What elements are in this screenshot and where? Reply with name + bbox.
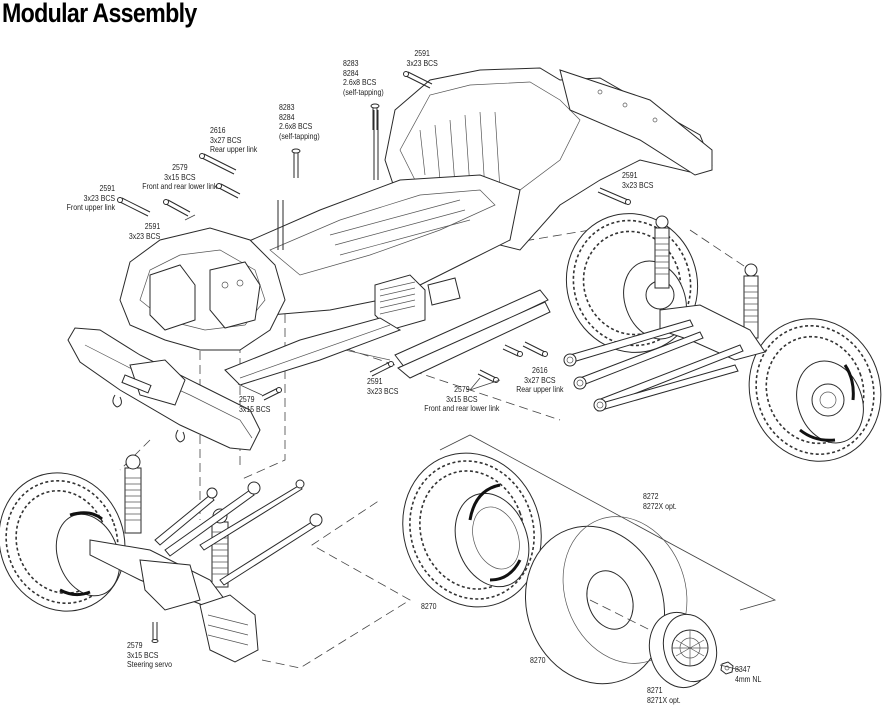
- callout-8272: 8272 8272X opt.: [643, 491, 677, 511]
- callout-2591-mid-left: 2591 3x23 BCS: [128, 221, 160, 241]
- rear-axle-assembly: [563, 213, 882, 462]
- part-number: 2616: [532, 365, 548, 375]
- part-note: (self-tapping): [279, 130, 320, 141]
- part-spec: 2.6x8 BCS: [279, 121, 313, 131]
- screw-8283-upper-pin: [370, 103, 380, 130]
- part-number-alt: 8284: [279, 111, 295, 122]
- screws: [117, 71, 631, 643]
- screw-2579-left-pin: [216, 183, 241, 199]
- screw-2616-left-pin: [199, 153, 237, 175]
- part-number-alt: 8284: [343, 67, 359, 78]
- part-spec: 3x23 BCS: [406, 57, 438, 68]
- callout-8270-tire: 8270: [421, 601, 437, 612]
- page-title: Modular Assembly: [2, 0, 197, 28]
- callout-8271: 8271 8271X opt.: [647, 685, 681, 705]
- part-spec: 3x23 BCS: [622, 179, 654, 190]
- screw-2591-mid-pin: [163, 199, 191, 217]
- callout-2591-right: 2591 3x23 BCS: [622, 170, 654, 190]
- part-number: 8283: [343, 58, 359, 68]
- screw-2579-bottom-pin2: [502, 344, 523, 357]
- part-number: 2591: [414, 48, 430, 58]
- part-note: (self-tapping): [343, 86, 384, 97]
- callout-2591-front-upper: 2591 3x23 BCS Front upper link: [66, 183, 115, 213]
- part-spec: 4mm NL: [735, 673, 762, 684]
- part-spec: 3x15 BCS: [164, 171, 196, 182]
- part-spec: 3x15 BCS: [446, 393, 478, 404]
- part-spec: 3x23 BCS: [367, 385, 399, 396]
- screw-2616-right-pin: [522, 341, 548, 357]
- part-spec: 3x15 BCS: [239, 403, 271, 414]
- tire-8270-drawing: [402, 452, 542, 608]
- callout-2579-servo: 2579 3x15 BCS Steering servo: [127, 640, 172, 670]
- callout-2579-bottom: 2579 3x15 BCS Front and rear lower link: [424, 384, 500, 414]
- callout-2616-right: 2616 3x27 BCS Rear upper link: [516, 365, 564, 395]
- foam-insert-drawing: [524, 516, 688, 685]
- part-number: 2579: [127, 640, 143, 650]
- part-note: Front and rear lower link: [142, 181, 218, 191]
- part-option: 8271X opt.: [647, 694, 681, 705]
- screw-2579-bottom-pin: [477, 369, 499, 383]
- part-number: 8270: [530, 655, 546, 665]
- screw-8283-lower-pin: [291, 148, 301, 178]
- wheel-8271-drawing: [648, 611, 718, 689]
- chassis: [67, 67, 713, 451]
- part-spec: 3x15 BCS: [127, 649, 159, 660]
- callout-2591-top: 2591 3x23 BCS: [406, 48, 438, 68]
- callout-8347: 8347 4mm NL: [735, 664, 762, 684]
- front-axle-assembly: [0, 454, 323, 663]
- part-number: 2591: [99, 183, 115, 193]
- part-spec: 3x27 BCS: [210, 134, 242, 145]
- part-number: 8271: [647, 685, 663, 695]
- part-number: 2591: [367, 376, 383, 386]
- callout-8283-upper: 8283 8284 2.6x8 BCS (self-tapping): [343, 58, 384, 97]
- callout-leader-lines: [184, 214, 741, 671]
- part-spec: 3x23 BCS: [128, 230, 160, 241]
- callout-8283-lower: 8283 8284 2.6x8 BCS (self-tapping): [279, 102, 320, 141]
- part-number: 2579: [172, 162, 188, 172]
- screw-2591-bottom-pin: [369, 361, 394, 377]
- shock-rear-lower: [743, 263, 759, 339]
- part-number: 8272: [643, 491, 659, 501]
- part-spec: 3x27 BCS: [524, 374, 556, 385]
- callout-8270-foam: 8270: [530, 655, 546, 666]
- part-number: 2591: [622, 170, 638, 180]
- part-number: 8270: [421, 601, 437, 611]
- part-note: Front upper link: [66, 202, 115, 212]
- part-number: 8347: [735, 664, 751, 674]
- part-option: 8272X opt.: [643, 500, 677, 511]
- part-note: Rear upper link: [210, 144, 258, 154]
- part-spec: 2.6x8 BCS: [343, 77, 377, 87]
- part-note: Steering servo: [127, 659, 172, 669]
- part-spec: 3x23 BCS: [83, 192, 115, 203]
- screw-2591-right-pin: [597, 187, 631, 205]
- exploded-wheel: [402, 452, 734, 689]
- part-number: 8283: [279, 102, 295, 112]
- screw-2579-bumper-pin: [261, 387, 282, 401]
- shock-front-left: [124, 454, 142, 534]
- callout-2616-left: 2616 3x27 BCS Rear upper link: [210, 125, 258, 155]
- part-number: 2579: [239, 394, 255, 404]
- part-note: Front and rear lower link: [424, 403, 500, 413]
- part-number: 2591: [144, 221, 160, 231]
- part-number: 2616: [210, 125, 226, 135]
- screw-2579-servo-pin: [151, 622, 159, 643]
- callout-2591-bottom: 2591 3x23 BCS: [367, 376, 399, 396]
- callout-2579-bumper: 2579 3x15 BCS: [239, 394, 271, 414]
- part-number: 2579: [454, 384, 470, 394]
- screw-2591-top-pin: [403, 71, 433, 89]
- screw-2591-front-upper-pin: [117, 197, 151, 217]
- callout-2579-left: 2579 3x15 BCS Front and rear lower link: [142, 162, 218, 192]
- shock-rear-upper: [654, 215, 670, 289]
- nut-8347-drawing: [720, 661, 734, 675]
- part-note: Rear upper link: [516, 384, 564, 394]
